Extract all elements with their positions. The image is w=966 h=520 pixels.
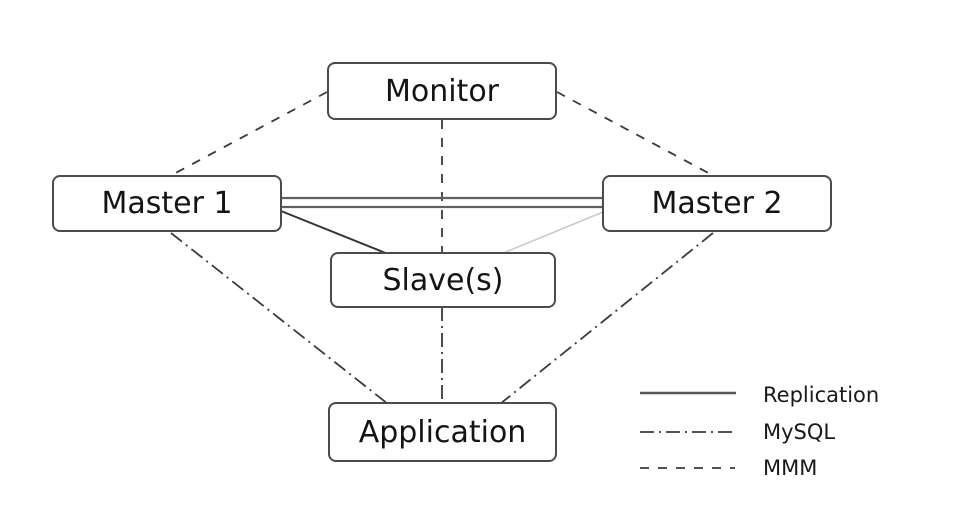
legend-label-mysql: MySQL (763, 420, 836, 444)
node-master2-label: Master 2 (651, 186, 783, 221)
node-master1: Master 1 (52, 175, 282, 232)
edge-master2-application (499, 232, 714, 405)
node-monitor-label: Monitor (384, 73, 500, 109)
node-slaves-label: Slave(s) (382, 262, 504, 298)
node-application-label: Application (358, 414, 527, 450)
edge-master1-application (170, 232, 389, 405)
node-slaves: Slave(s) (330, 252, 556, 308)
node-master2: Master 2 (602, 175, 832, 232)
node-application: Application (328, 402, 557, 462)
node-monitor: Monitor (327, 62, 557, 120)
legend-label-replication: Replication (763, 383, 880, 407)
legend-label-mmm: MMM (763, 456, 818, 480)
edge-master2-slaves (500, 211, 604, 255)
edge-monitor-master1 (169, 91, 328, 177)
node-master1-label: Master 1 (101, 186, 233, 221)
edge-monitor-master2 (556, 91, 715, 177)
edge-master1-slaves (280, 210, 389, 255)
